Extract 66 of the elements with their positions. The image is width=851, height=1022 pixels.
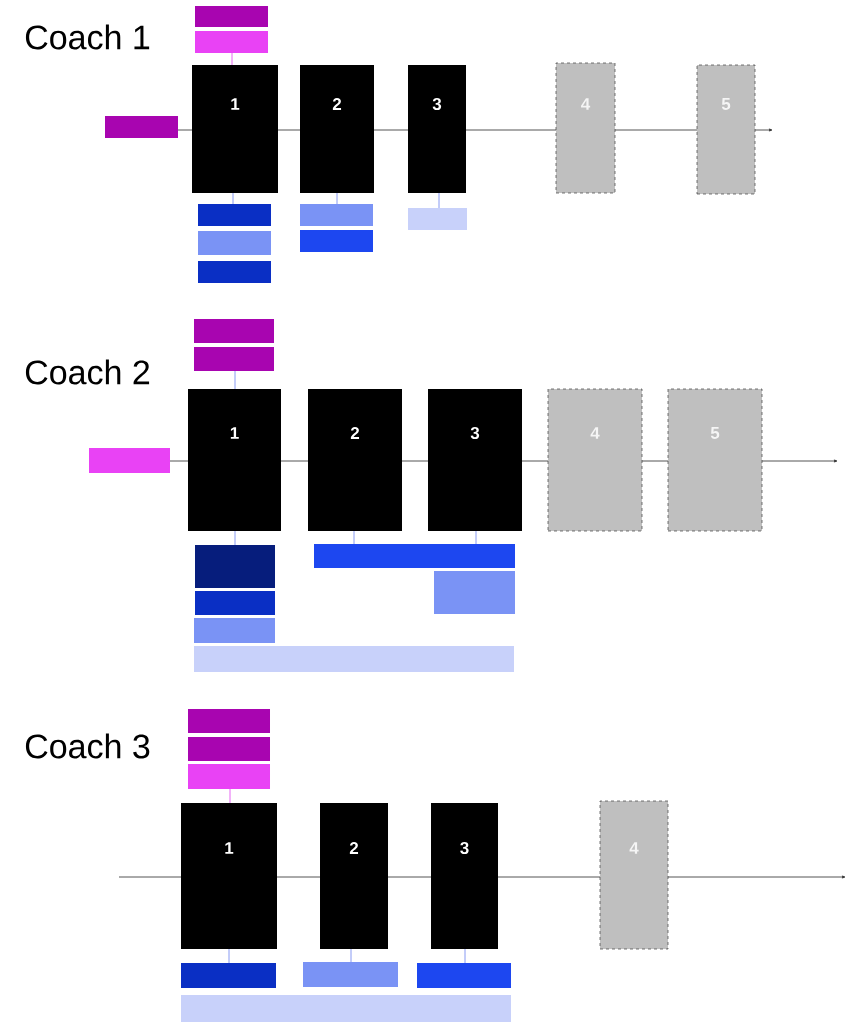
color-bar — [303, 962, 398, 987]
connector-line — [475, 530, 477, 545]
section-title: Coach 2 — [25, 359, 150, 385]
connector-line — [373, 129, 409, 131]
connector-line — [118, 876, 182, 878]
color-bar — [194, 319, 274, 343]
carriage-box: 2 — [300, 65, 374, 193]
color-bar — [188, 709, 270, 733]
color-bar — [195, 31, 268, 53]
connector-line — [231, 52, 233, 66]
color-bar — [198, 204, 271, 226]
color-bar — [195, 545, 275, 588]
color-bar — [300, 204, 373, 226]
arrow — [667, 875, 846, 879]
connector-line — [232, 192, 234, 205]
connector-line — [401, 460, 429, 462]
connector-line — [169, 460, 189, 462]
connector-line — [177, 129, 193, 131]
connector-line — [280, 460, 309, 462]
carriage-box: 3 — [408, 65, 466, 193]
connector-line — [353, 530, 355, 545]
connector-line — [276, 876, 321, 878]
color-bar — [195, 591, 275, 615]
carriage-box: 2 — [320, 803, 388, 949]
color-bar — [198, 261, 271, 283]
color-bar — [194, 618, 275, 643]
arrow — [754, 128, 773, 132]
carriage-box: 1 — [181, 803, 277, 949]
color-bar — [188, 737, 270, 761]
connector-line — [614, 129, 698, 131]
connector-line — [497, 876, 601, 878]
connector-line — [438, 192, 440, 209]
section-title: Coach 1 — [25, 24, 150, 50]
color-bar — [194, 646, 514, 672]
color-bar — [181, 963, 276, 988]
connector-line — [387, 876, 432, 878]
connector-line — [234, 530, 236, 546]
connector-line — [350, 948, 352, 963]
color-bar — [105, 116, 178, 138]
connector-line — [234, 370, 236, 390]
color-bar — [89, 448, 170, 473]
arrow — [761, 459, 838, 463]
connector-line — [521, 460, 549, 462]
carriage-box: 3 — [431, 803, 498, 949]
color-bar — [314, 544, 515, 568]
carriage-box: 3 — [428, 389, 522, 531]
connector-line — [336, 192, 338, 205]
carriage-box: 1 — [188, 389, 281, 531]
connector-line — [641, 460, 669, 462]
connector-line — [277, 129, 301, 131]
color-bar — [188, 764, 270, 789]
color-bar — [300, 230, 373, 252]
color-bar — [417, 963, 511, 988]
color-bar — [198, 231, 271, 255]
connector-line — [464, 948, 466, 964]
connector-line — [229, 788, 231, 804]
carriage-box: 2 — [308, 389, 402, 531]
color-bar — [194, 347, 274, 371]
section-title: Coach 3 — [25, 733, 150, 759]
color-bar — [408, 208, 467, 230]
carriage-box: 1 — [192, 65, 278, 193]
color-bar — [195, 6, 268, 27]
color-bar — [181, 995, 511, 1022]
color-bar — [434, 571, 515, 614]
connector-line — [465, 129, 557, 131]
connector-line — [228, 948, 230, 964]
